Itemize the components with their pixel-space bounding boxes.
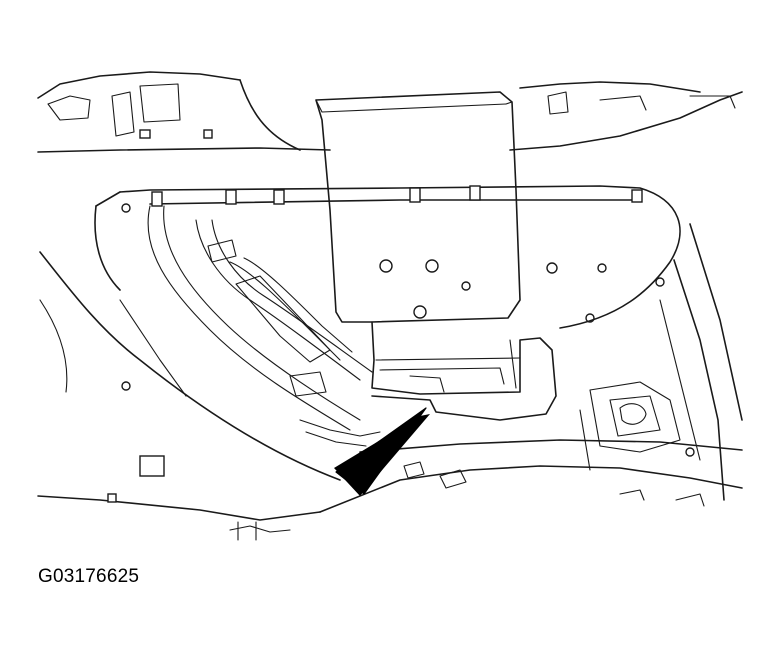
mounting-bracket <box>119 185 681 329</box>
upper-trim-panel <box>37 71 743 153</box>
figure-id-label: G03176625 <box>38 566 140 587</box>
control-module <box>315 91 607 323</box>
lower-console-panel <box>37 191 743 541</box>
pointer-arrow <box>334 407 430 496</box>
wiring-harness <box>147 205 381 447</box>
connector-housing <box>371 321 557 421</box>
right-side-frame <box>579 223 743 507</box>
